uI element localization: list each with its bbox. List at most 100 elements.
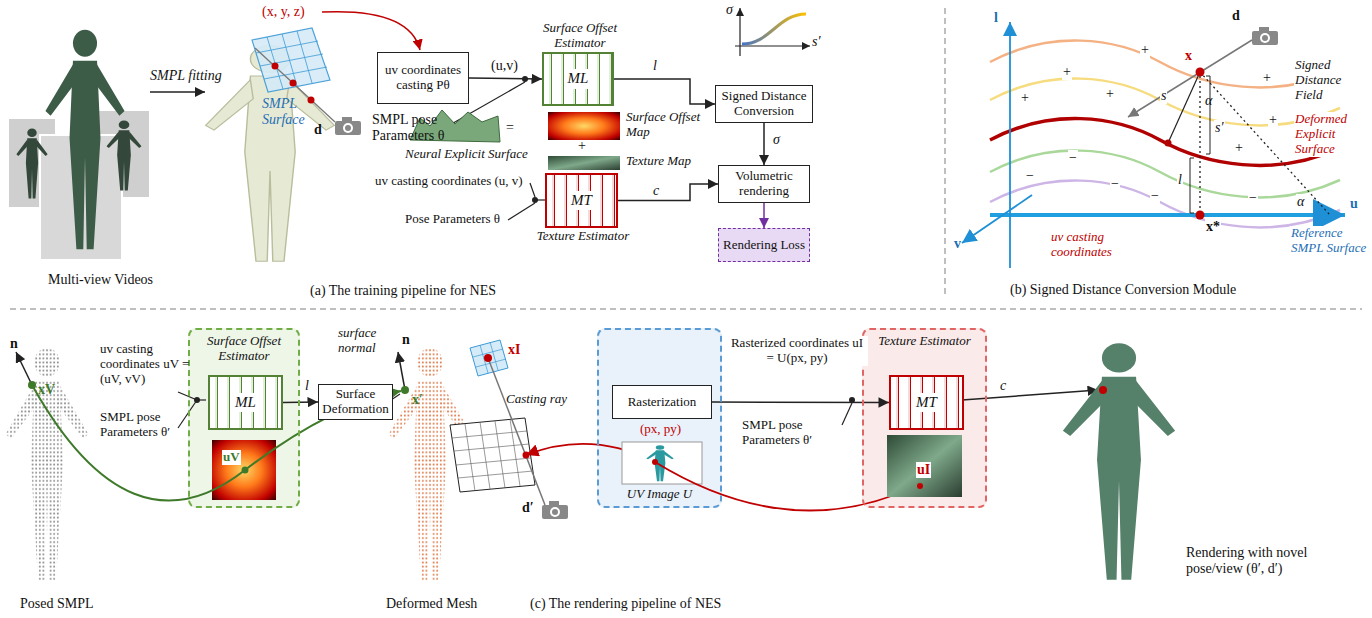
module-panel: Texture EstimatorMT (862, 328, 987, 508)
label-text: xI (508, 342, 520, 358)
node-text: Surface Offset Estimator (530, 21, 630, 51)
label-text: v (954, 236, 961, 252)
illustration-part (335, 117, 361, 135)
illustration-part (242, 467, 249, 474)
edge-label: c (652, 183, 660, 199)
illustration-part (322, 12, 420, 50)
illustration-part (107, 120, 142, 190)
label-text: α (1296, 194, 1305, 210)
label-text: surface normal (338, 326, 393, 356)
label-text: + (1262, 70, 1272, 86)
label-text: − (1068, 150, 1078, 166)
label-text: l (994, 10, 998, 26)
illustration-part (1128, 40, 1252, 117)
illustration-part (1165, 140, 1172, 147)
illustration-part (252, 28, 330, 92)
label-text: Multi-view Videos (48, 272, 153, 288)
illustration-part (622, 442, 702, 484)
illustration-part (470, 340, 508, 376)
illustration-part (212, 440, 276, 500)
illustration-part (398, 352, 405, 390)
illustration-part (917, 483, 923, 489)
node-text: Texture Estimator (866, 334, 983, 349)
label-text: (x, y, z) (262, 4, 305, 20)
illustration-part (1099, 386, 1107, 394)
illustration-part (473, 342, 506, 373)
label-text: u (1350, 196, 1358, 212)
edge-label: (u,v) (490, 58, 519, 74)
connector-arrow (283, 401, 318, 403)
label-text: SMPL pose Parameters θ′ (100, 410, 190, 440)
label-text: s′ (1214, 120, 1225, 136)
label-text: SMPL fitting (150, 68, 222, 84)
node-text: Signed Distance Conversion (719, 89, 809, 119)
illustration-part (655, 462, 916, 511)
label-text: + (1062, 64, 1072, 80)
label-text: d (1232, 8, 1240, 24)
label-text: SMPL pose Parameters θ′ (742, 418, 842, 448)
process-box: uv coordinates casting Pθ (377, 52, 469, 104)
label-text: x* (1205, 219, 1221, 235)
connector-arrow (618, 184, 718, 201)
illustration-part (450, 418, 535, 492)
label-text: SMPL Surface (262, 96, 310, 128)
label-text: Pose Parameters θ (405, 212, 500, 227)
node-text: Surface Deformation (322, 387, 389, 417)
node-text: MT (567, 191, 596, 210)
edge-label: l (652, 58, 658, 74)
label-text: n (402, 332, 410, 348)
illustration-part (197, 399, 206, 400)
illustration-part (742, 14, 806, 44)
node-text: ML (231, 393, 260, 412)
label-text: Neural Explicit Surface (405, 147, 528, 162)
label-text: (px, py) (640, 422, 681, 437)
illustration-part (150, 91, 205, 93)
node-text: Rendering Loss (723, 238, 805, 253)
process-box: Rasterization (612, 385, 712, 419)
label-text: s′ (812, 34, 821, 50)
illustration-part (530, 183, 535, 197)
process-box: Volumetric rendering (718, 165, 810, 203)
label-text: + (1105, 86, 1115, 102)
illustration-part (739, 8, 740, 56)
illustration-part (290, 80, 297, 87)
illustration-part (542, 501, 568, 519)
illustration-part (488, 358, 545, 505)
label-text: l (1177, 172, 1183, 188)
node-text: ML (564, 69, 593, 88)
network-box: Surface Offset EstimatorML (542, 52, 614, 106)
illustration-part (1063, 343, 1175, 579)
node-text: Texture Estimator (533, 229, 633, 244)
loss-box: Rendering Loss (718, 228, 810, 262)
label-text: − (1110, 176, 1120, 192)
label-text: + (1268, 112, 1278, 128)
illustration-part (16, 352, 32, 385)
label-text: uV (222, 450, 241, 465)
label-text: − (1248, 190, 1258, 206)
illustration-part (1199, 76, 1200, 212)
panel-caption: (c) The rendering pipeline of NES (530, 596, 721, 612)
label-text: = (506, 120, 514, 136)
label-text: x (1184, 48, 1193, 64)
edge-label: Rasterized coordinates uI = U(px, py) (726, 336, 868, 366)
label-text: + (1140, 42, 1150, 58)
label-text: uv casting coordinates uV = (uV, vV) (100, 342, 190, 387)
node-text: Rasterization (628, 395, 697, 410)
label-text: uI (916, 462, 931, 478)
node-text: Volumetric rendering (722, 169, 806, 199)
illustration-part (1009, 22, 1011, 268)
illustration-part (401, 386, 409, 394)
connector-arrow (763, 123, 765, 165)
illustration-part (990, 151, 1340, 198)
label-text: x′ (412, 392, 423, 408)
illustration-part (45, 30, 124, 249)
label-text: d (314, 122, 322, 138)
illustration-part (862, 328, 987, 508)
network-box: MTTexture Estimator (545, 173, 618, 228)
illustration-part (548, 112, 620, 140)
illustration-part (308, 97, 315, 104)
label-text: − (1025, 168, 1035, 184)
illustration-part (10, 308, 1362, 310)
illustration-part (990, 181, 1340, 228)
